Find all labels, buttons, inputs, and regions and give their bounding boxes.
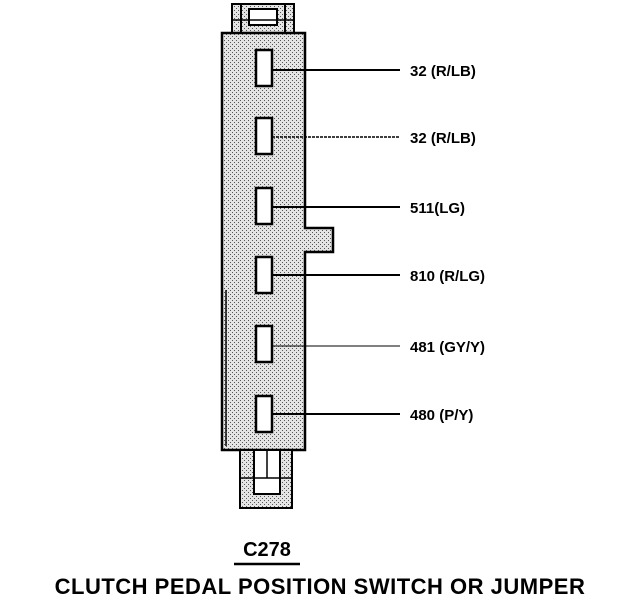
connector-body [220, 31, 335, 452]
wire-label: 810 (R/LG) [410, 268, 485, 285]
wire-label: 511(LG) [410, 200, 465, 217]
diagram-caption: CLUTCH PEDAL POSITION SWITCH OR JUMPER [55, 574, 586, 599]
pin-2: 32 (R/LB) [254, 116, 476, 156]
pin-6: 480 (P/Y) [254, 394, 473, 434]
pin-5: 481 (GY/Y) [254, 324, 485, 364]
wire-label: 481 (GY/Y) [410, 339, 485, 356]
pin-3: 511(LG) [254, 186, 465, 226]
pin-terminal [254, 116, 274, 156]
pin-terminal [254, 186, 274, 226]
wire-label: 480 (P/Y) [410, 407, 473, 424]
pin-4: 810 (R/LG) [254, 255, 485, 295]
wire-label: 32 (R/LB) [410, 130, 476, 147]
pin-terminal [254, 394, 274, 434]
connector-bottom-tab [239, 449, 293, 509]
pin-terminal [254, 255, 274, 295]
wire-label: 32 (R/LB) [410, 63, 476, 80]
pin-group: 32 (R/LB) 32 (R/LB) 511(LG) 810 (R/LG) 4… [254, 48, 485, 434]
connector-top-latch [231, 3, 295, 35]
connector-id: C278 [243, 539, 291, 561]
pin-1: 32 (R/LB) [254, 48, 476, 88]
pin-terminal [254, 324, 274, 364]
pin-terminal [254, 48, 274, 88]
